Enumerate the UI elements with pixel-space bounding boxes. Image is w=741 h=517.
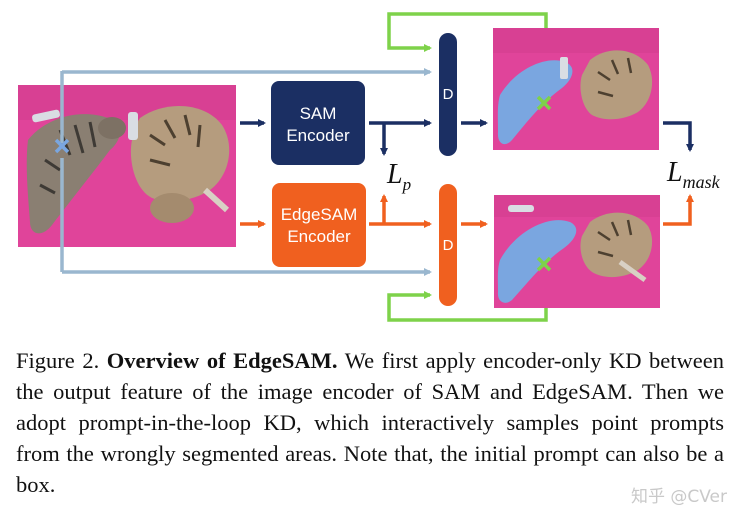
caption-title: Overview of EdgeSAM. (106, 348, 338, 373)
sam-mask-output (493, 28, 659, 150)
edgesam-encoder-line1: EdgeSAM (281, 205, 358, 224)
edgesam-encoder-box: EdgeSAM Encoder (272, 183, 366, 267)
sam-encoder-line1: SAM (300, 104, 337, 123)
svg-text:D: D (443, 86, 454, 103)
edgesam-mask-output (494, 195, 660, 308)
loss-p-label: Lp (386, 159, 411, 194)
sam-decoder: D (439, 33, 457, 156)
svg-text:D: D (443, 237, 454, 254)
prompt-loop-top (387, 12, 548, 52)
sam-encoder-line2: Encoder (286, 126, 350, 145)
prompt-paths (54, 68, 432, 276)
loss-mask-label: Lmask (666, 157, 721, 192)
input-image (18, 85, 236, 247)
sam-encoder-box: SAM Encoder (271, 81, 365, 165)
edgesam-decoder: D (439, 184, 457, 306)
edgesam-encoder-line2: Encoder (287, 227, 351, 246)
edgesam-mask-to-loss-arrow (663, 194, 694, 226)
edgesam-overview-diagram: SAM Encoder EdgeSAM Encoder Lp D D (18, 12, 721, 322)
caption-text: We first apply encoder-only KD between t… (16, 348, 725, 497)
caption-figure-label: Figure 2. (16, 348, 100, 373)
figure-caption: Figure 2. Overview of EdgeSAM. We first … (16, 345, 724, 500)
zhihu-watermark: 知乎 @CVer (630, 487, 727, 507)
sam-mask-to-loss-arrow (663, 121, 694, 152)
